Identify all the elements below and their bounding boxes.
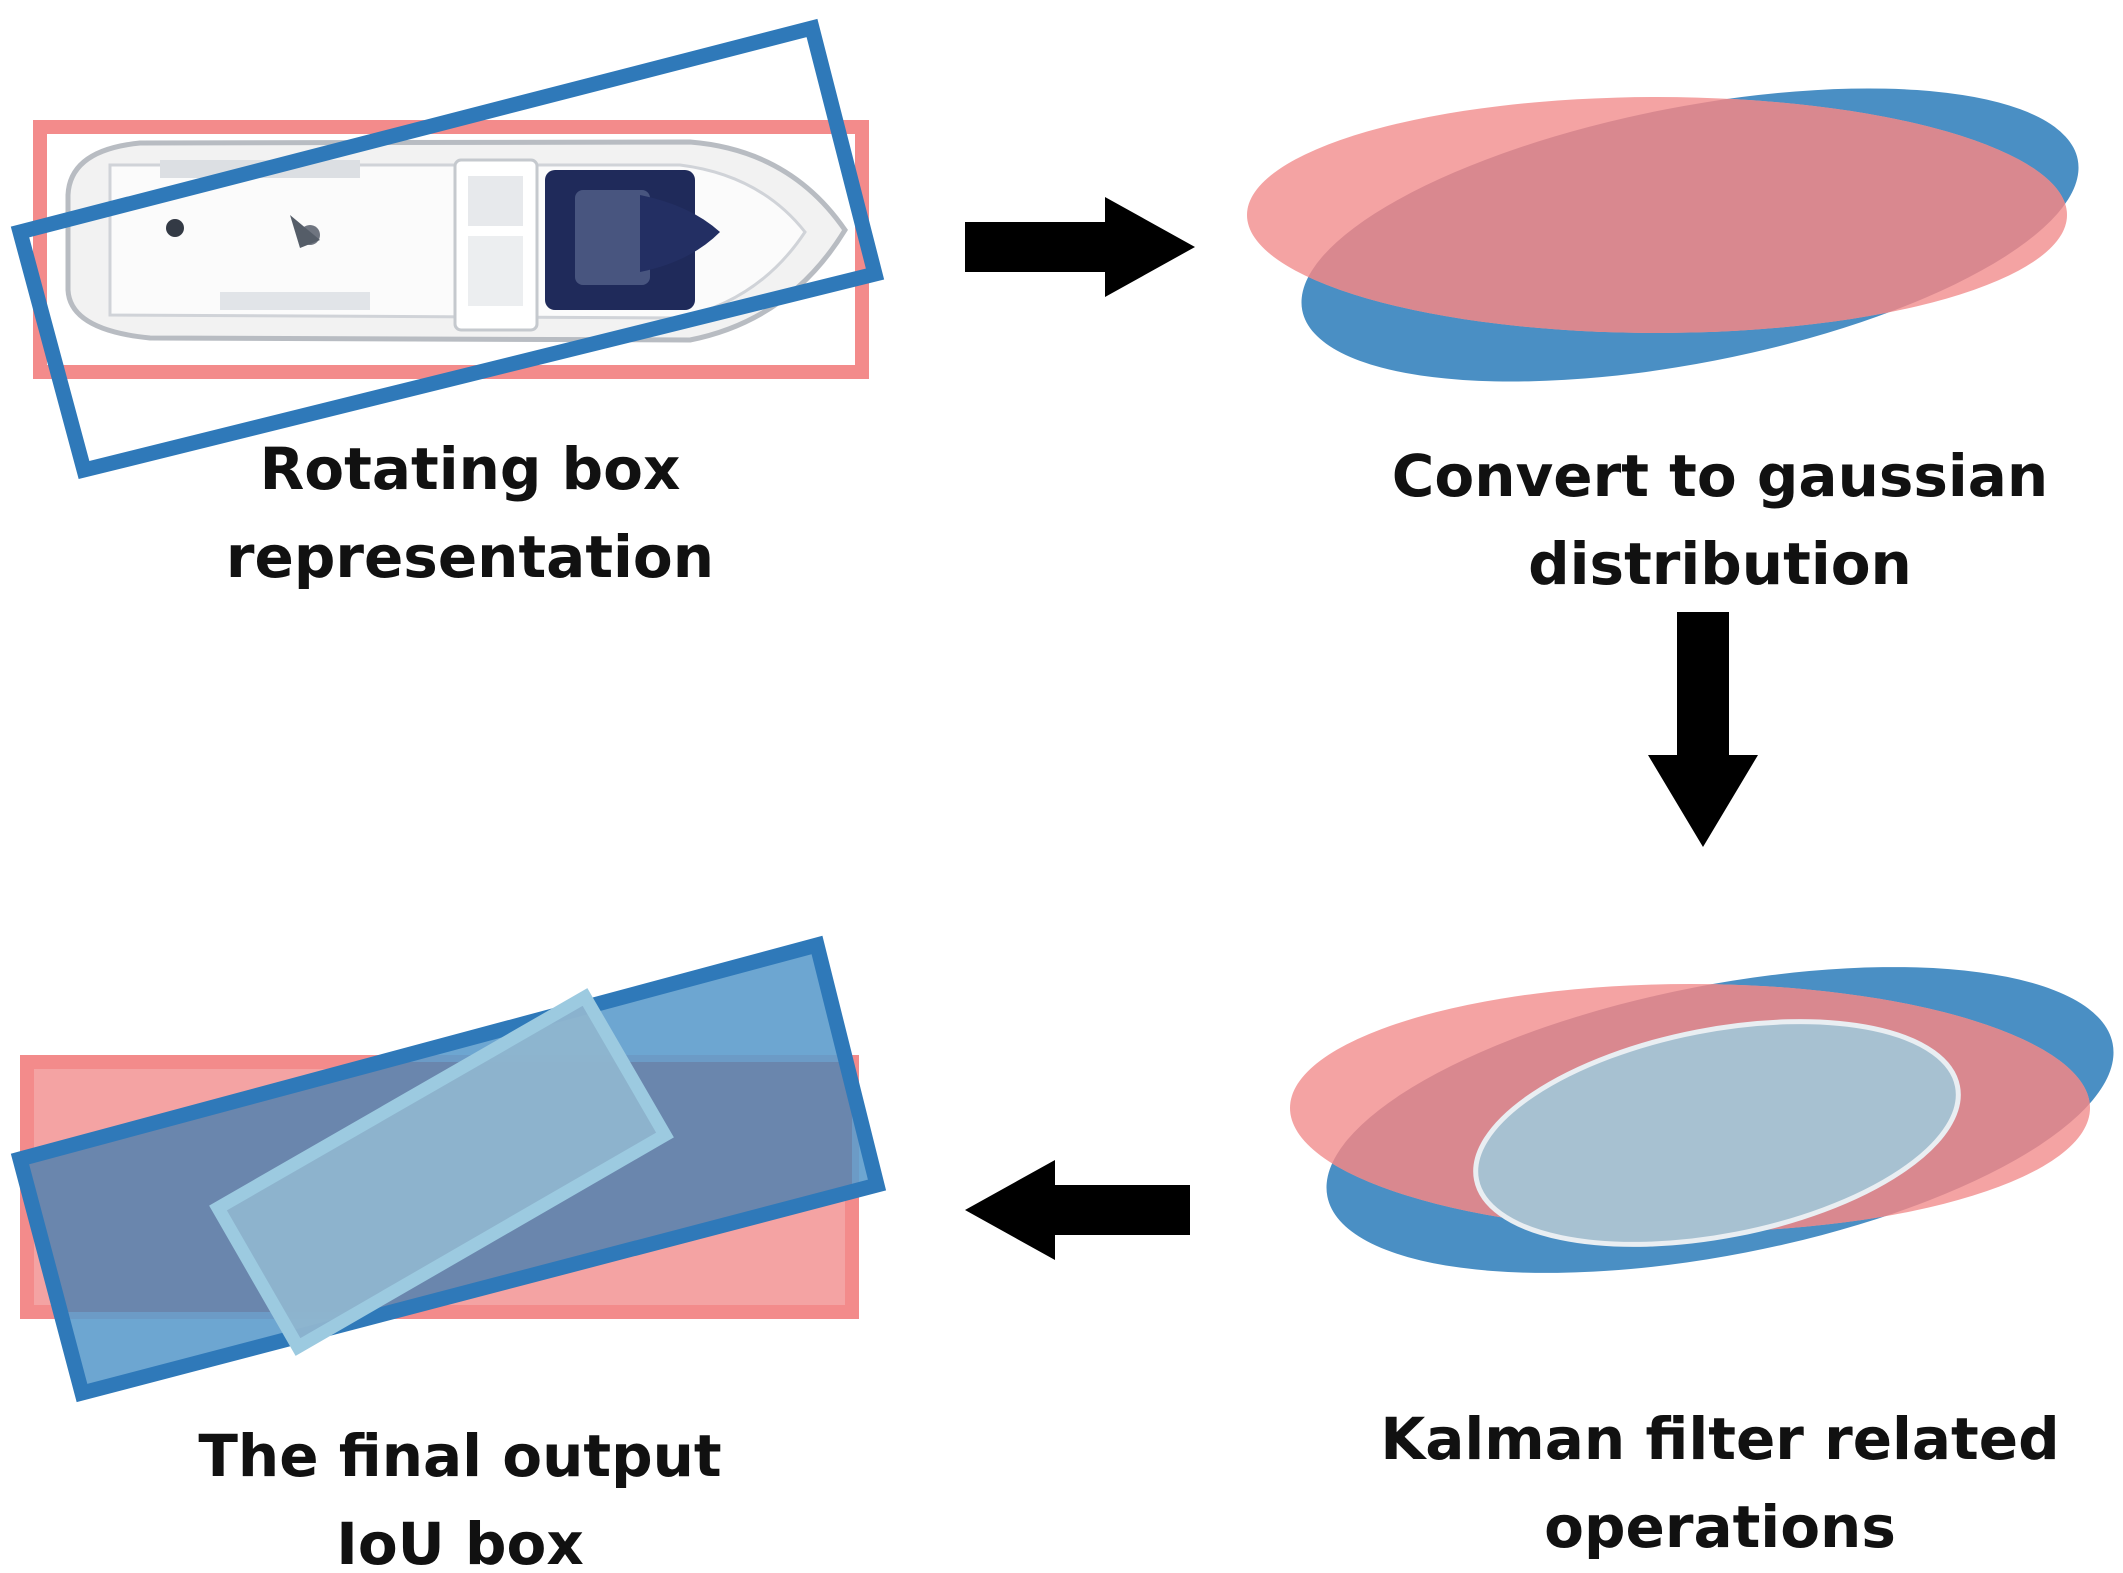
caption-line: representation: [225, 523, 715, 591]
caption-line: operations: [1544, 1493, 1896, 1561]
caption-kalman: Kalman filter related operations: [1370, 1395, 2070, 1571]
gaussian-overlap-region: [1301, 97, 2067, 333]
caption-line: Rotating box: [259, 435, 681, 503]
caption-final-output: The final output IoU box: [120, 1412, 800, 1573]
rotated-bounding-box: [10, 18, 885, 480]
caption-line: The final output: [198, 1422, 722, 1490]
caption-rotating-box: Rotating box representation: [170, 425, 770, 601]
caption-line: Kalman filter related: [1380, 1405, 2060, 1473]
kalman-panel: [1290, 967, 2114, 1273]
iou-box: [209, 988, 674, 1356]
final-output-panel: [10, 935, 887, 1403]
rotating-box-panel: [10, 18, 885, 480]
caption-line: Convert to gaussian: [1391, 442, 2049, 510]
kalman-estimate-ellipse: [1473, 1019, 1961, 1247]
arrow-down-icon: [1648, 612, 1758, 847]
caption-line: distribution: [1528, 530, 1912, 598]
caption-gaussian: Convert to gaussian distribution: [1370, 432, 2070, 608]
caption-line: IoU box: [336, 1510, 584, 1573]
gaussian-panel: [1247, 88, 2079, 382]
arrow-right-icon: [965, 197, 1195, 297]
arrow-left-icon: [965, 1160, 1190, 1260]
boat-image: [65, 139, 848, 343]
